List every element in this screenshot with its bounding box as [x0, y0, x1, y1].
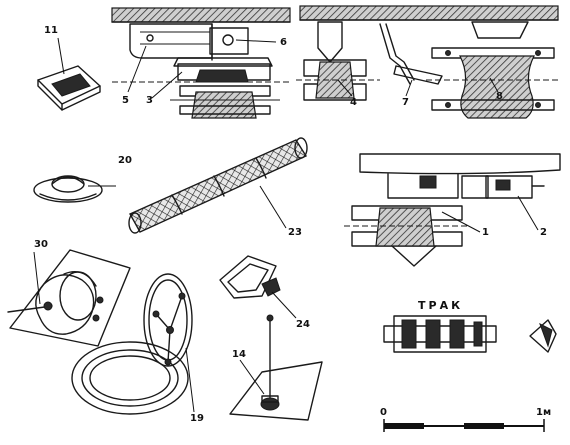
part-30-headlight [7, 249, 131, 347]
part-20-disc-cap [33, 175, 103, 203]
track-link-drawing [383, 315, 557, 353]
part-14-antenna-mount [229, 314, 323, 421]
label-part-7: 7 [402, 97, 409, 108]
label-part-1: 1 [482, 227, 489, 238]
label-part-30: 30 [34, 239, 48, 250]
label-part-4: 4 [350, 97, 357, 108]
label-part-23: 23 [288, 227, 302, 238]
road-wheel-assembly-left [111, 7, 291, 119]
scale-end-label: 1м [536, 407, 552, 418]
road-wheel-assembly-middle [344, 153, 561, 267]
label-part-3: 3 [146, 95, 153, 106]
scale-start-label: 0 [380, 407, 387, 418]
leader-lines [33, 37, 539, 413]
label-part-19: 19 [190, 413, 204, 424]
label-part-2: 2 [540, 227, 547, 238]
label-part-20: 20 [118, 155, 132, 166]
part-24-clamp [219, 255, 281, 299]
track-title: ТРАК [418, 299, 464, 312]
part-23-mesh-roller [128, 137, 308, 234]
part-19-mirror [71, 273, 193, 415]
part-11-track-pad [37, 65, 101, 111]
label-part-14: 14 [232, 349, 246, 360]
scale-bar-graphic [383, 419, 545, 432]
label-part-5: 5 [122, 95, 129, 106]
label-part-8: 8 [496, 91, 503, 102]
label-part-24: 24 [296, 319, 310, 330]
label-part-11: 11 [44, 25, 58, 36]
label-part-6: 6 [280, 37, 287, 48]
sprocket-assembly-right [296, 5, 560, 119]
